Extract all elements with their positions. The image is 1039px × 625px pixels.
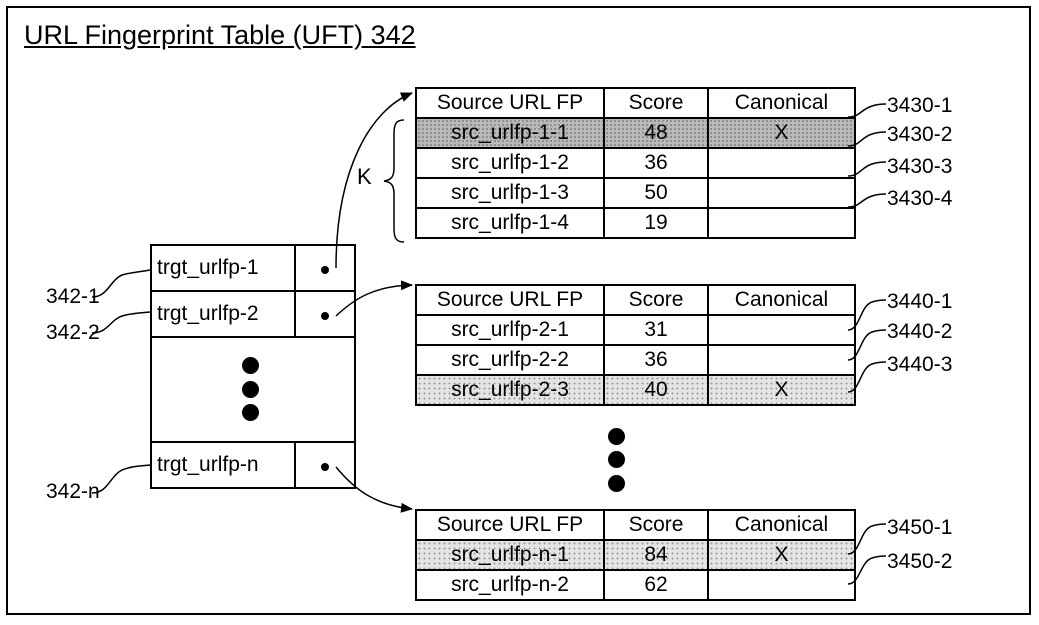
table-row: src_urlfp-1-1 48 X [415,117,856,149]
ref-label: 3430-1 [887,94,953,117]
k-brace [383,119,405,243]
uft-target-label: trgt_urlfp-2 [150,290,296,338]
table-row: src_urlfp-1-3 50 [415,177,856,209]
score-cell: 62 [603,569,709,601]
uft-target-label: trgt_urlfp-1 [150,244,296,292]
pointer-arrow [335,92,413,269]
table-row: src_urlfp-n-2 62 [415,569,856,601]
leader-line [847,299,887,331]
ref-label: 3430-2 [887,123,953,146]
ref-label: 3430-3 [887,155,953,178]
canonical-cell [707,344,856,376]
uft-target-label: trgt_urlfp-n [150,441,296,489]
table-header-row: Source URL FP Score Canonical [415,509,856,541]
source-table-n: Source URL FP Score Canonical src_urlfp-… [415,509,856,601]
canonical-cell: X [707,117,856,149]
source-cell: src_urlfp-1-3 [415,177,605,209]
canonical-cell [707,147,856,179]
ref-label: 342-2 [46,321,100,344]
pointer-dot-icon [294,290,356,338]
uft-row: trgt_urlfp-n [150,441,356,489]
ref-label: 3450-1 [887,516,953,539]
score-cell: 36 [603,147,709,179]
leader-line [847,555,887,585]
header-canonical: Canonical [707,87,856,119]
leader-line [847,161,887,177]
ref-label: 3440-3 [887,353,953,376]
header-canonical: Canonical [707,284,856,316]
pointer-arrow [335,280,413,317]
ref-label: 342-1 [46,285,100,308]
source-cell: src_urlfp-n-1 [415,539,605,571]
leader-line [847,131,887,147]
uft-row: trgt_urlfp-2 [150,290,356,338]
header-source: Source URL FP [415,509,605,541]
source-cell: src_urlfp-1-2 [415,147,605,179]
leader-line [847,329,887,361]
source-cell: src_urlfp-2-2 [415,344,605,376]
score-cell: 40 [603,374,709,406]
header-canonical: Canonical [707,509,856,541]
leader-line [91,311,151,334]
source-cell: src_urlfp-1-1 [415,117,605,149]
source-cell: src_urlfp-1-4 [415,207,605,239]
header-score: Score [603,87,709,119]
pointer-dot-icon [294,244,356,292]
figure-frame [6,6,1031,615]
leader-line [847,361,887,393]
table-row: src_urlfp-1-2 36 [415,147,856,179]
score-cell: 50 [603,177,709,209]
leader-line [847,103,887,118]
score-cell: 31 [603,314,709,346]
leader-line [91,464,151,494]
table-row: src_urlfp-n-1 84 X [415,539,856,571]
score-cell: 36 [603,344,709,376]
pointer-dot-icon [294,441,356,489]
header-source: Source URL FP [415,284,605,316]
pointer-arrow [335,466,413,513]
ellipsis-dot-icon [608,475,625,492]
score-cell: 48 [603,117,709,149]
table-row: src_urlfp-2-2 36 [415,344,856,376]
score-cell: 19 [603,207,709,239]
header-score: Score [603,509,709,541]
leader-line [91,269,151,298]
header-source: Source URL FP [415,87,605,119]
table-header-row: Source URL FP Score Canonical [415,87,856,119]
source-table-2: Source URL FP Score Canonical src_urlfp-… [415,284,856,406]
ellipsis-dot-icon [242,381,259,398]
leader-line [847,523,887,555]
source-cell: src_urlfp-2-1 [415,314,605,346]
table-row: src_urlfp-1-4 19 [415,207,856,239]
ref-label: 3440-2 [887,320,953,343]
uft-row: trgt_urlfp-1 [150,244,356,292]
ellipsis-dot-icon [608,451,625,468]
canonical-cell [707,207,856,239]
canonical-cell [707,569,856,601]
source-table-1: Source URL FP Score Canonical src_urlfp-… [415,87,856,239]
ref-label: 3430-4 [887,187,953,210]
source-cell: src_urlfp-2-3 [415,374,605,406]
figure-title: URL Fingerprint Table (UFT) 342 [24,20,416,50]
canonical-cell: X [707,539,856,571]
leader-line [847,193,887,208]
canonical-cell [707,314,856,346]
ellipsis-dot-icon [242,404,259,421]
ref-label: 3440-1 [887,290,953,313]
url-fingerprint-table: trgt_urlfp-1 trgt_urlfp-2 trgt_urlfp-n [150,244,356,489]
canonical-cell [707,177,856,209]
ellipsis-dot-icon [608,428,625,445]
table-row: src_urlfp-2-3 40 X [415,374,856,406]
header-score: Score [603,284,709,316]
ellipsis-dot-icon [242,357,259,374]
ref-label: 3450-2 [887,550,953,573]
source-cell: src_urlfp-n-2 [415,569,605,601]
canonical-cell: X [707,374,856,406]
table-header-row: Source URL FP Score Canonical [415,284,856,316]
k-label: K [357,164,372,189]
score-cell: 84 [603,539,709,571]
table-row: src_urlfp-2-1 31 [415,314,856,346]
ref-label: 342-n [46,480,100,503]
